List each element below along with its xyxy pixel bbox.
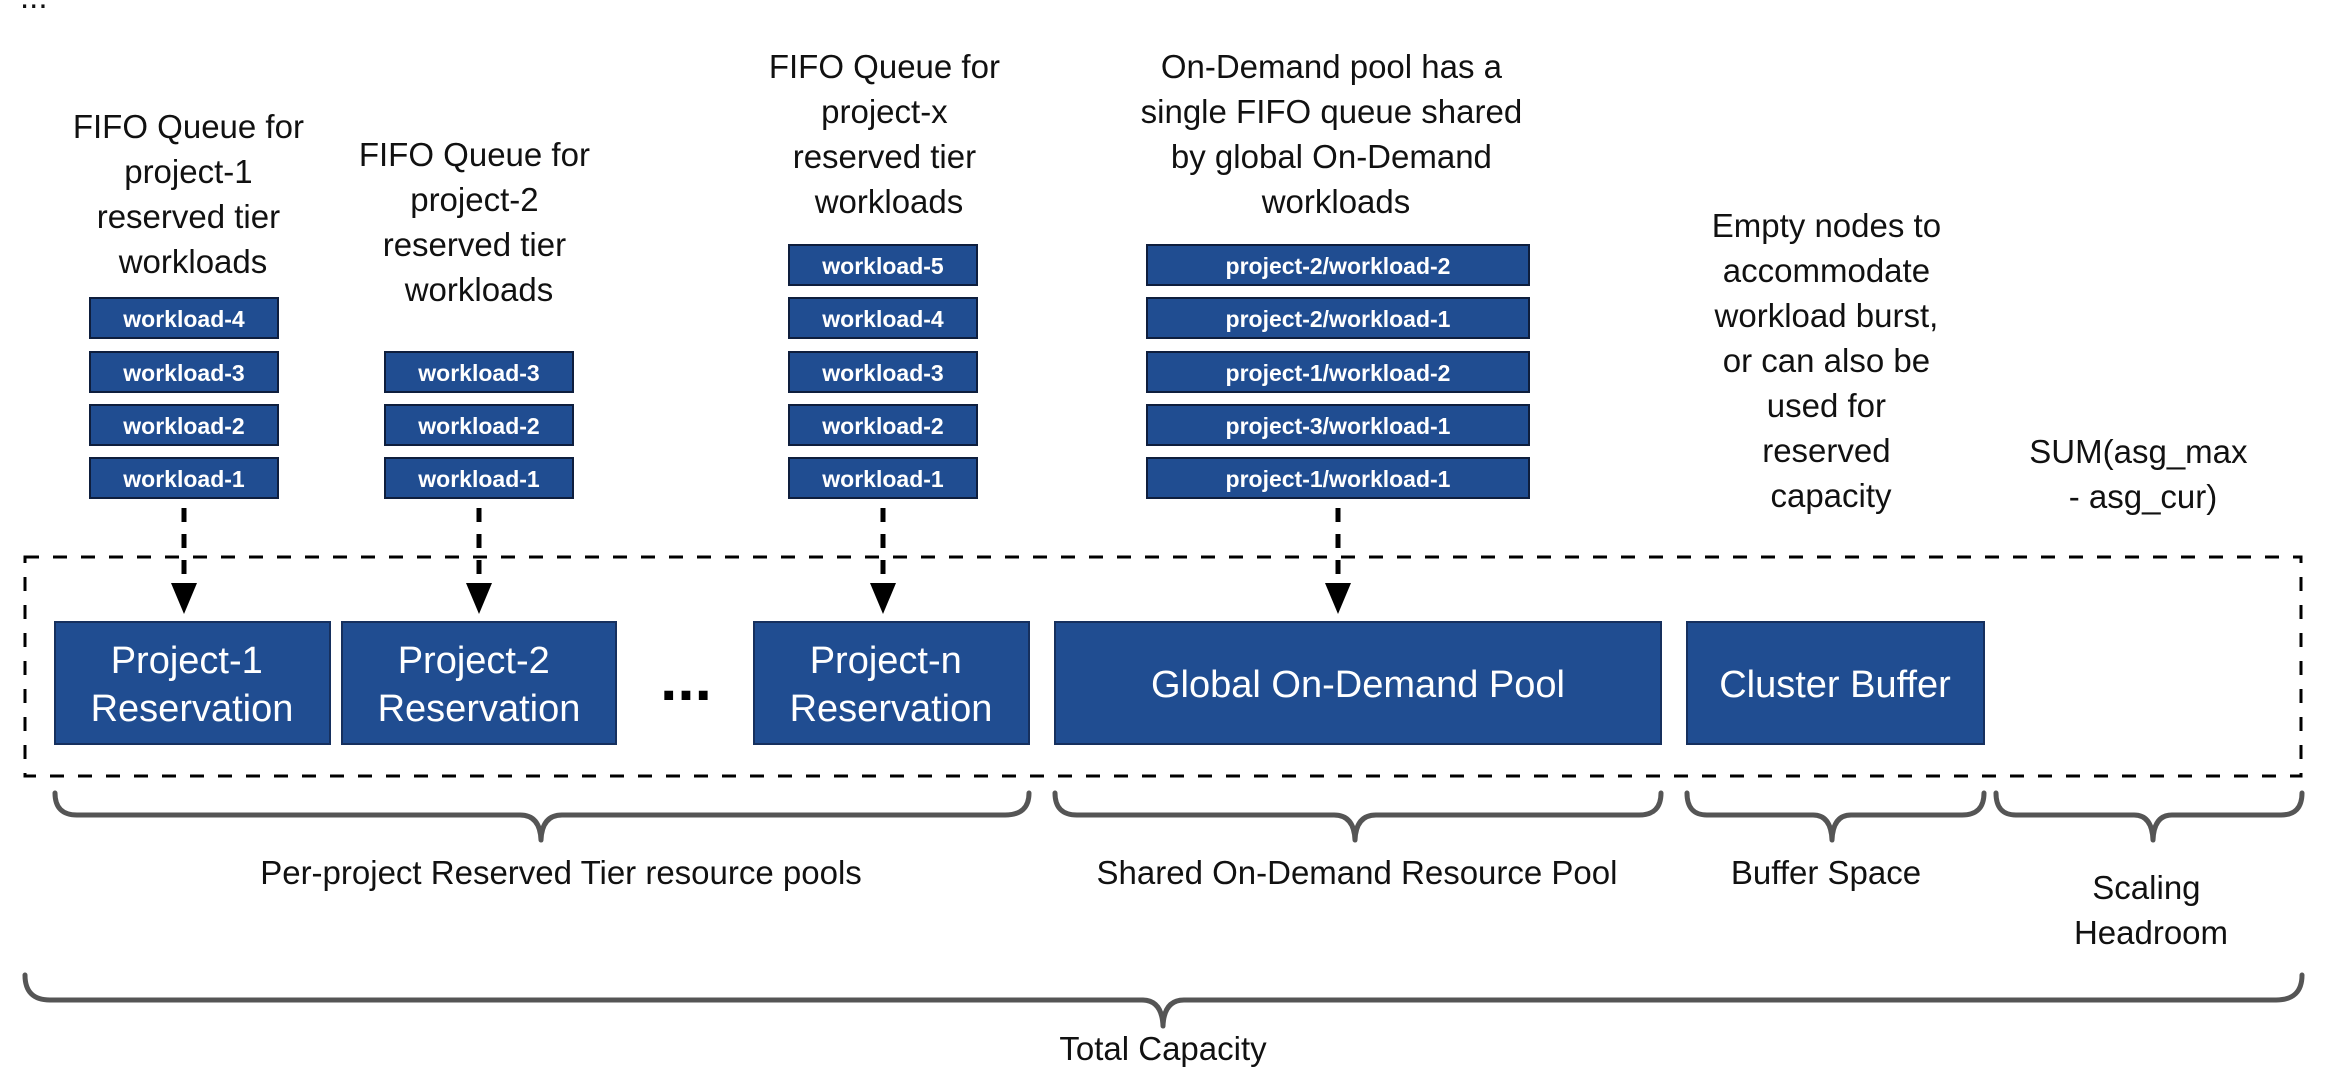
arrow-project1 — [171, 508, 197, 614]
queue-item: project-1/workload-2 — [1226, 360, 1451, 386]
queue-item: workload-1 — [122, 466, 245, 492]
queue-item: workload-2 — [417, 413, 539, 439]
label-shared-ondemand: Shared On-Demand Resource Pool — [1097, 854, 1618, 891]
arrow-project2 — [466, 508, 492, 614]
queue-item: workload-4 — [122, 306, 245, 332]
queue-item: workload-1 — [821, 466, 944, 492]
brace-total — [22, 972, 2305, 1029]
queue-item: workload-3 — [122, 360, 244, 386]
svg-text:Project-1 Reservation: Project-1 Reservation — [91, 640, 294, 730]
brace-reserved — [52, 790, 1032, 843]
svg-text:Global On-Demand Pool: Global On-Demand Pool — [1151, 664, 1565, 706]
label-buffer-space: Buffer Space — [1731, 854, 1921, 891]
brace-buffer — [1684, 790, 1987, 843]
caption-headroom: SUM(asg_max - asg_cur) — [2029, 433, 2256, 515]
brace-shared — [1052, 790, 1664, 843]
caption-projectx-queue: FIFO Queue for project-x reserved tier w… — [769, 48, 1009, 220]
brace-headroom — [1993, 790, 2305, 843]
queue-item: workload-3 — [821, 360, 943, 386]
label-total-capacity: Total Capacity — [1059, 1030, 1267, 1067]
label-reserved-tier: Per-project Reserved Tier resource pools — [260, 854, 862, 891]
queue-ondemand: project-2/workload-2 project-2/workload-… — [1146, 244, 1530, 499]
queue-item: workload-1 — [417, 466, 540, 492]
pool-project2-reservation: Project-2 Reservation — [341, 621, 617, 745]
label-scaling-headroom: Scaling Headroom — [2074, 869, 2228, 951]
caption-project1-queue: FIFO Queue for project-1 reserved tier w… — [73, 108, 313, 280]
queue-item: project-3/workload-1 — [1226, 413, 1451, 439]
pools-ellipsis: ... — [660, 645, 712, 714]
svg-text:Project-n Reservation: Project-n Reservation — [790, 640, 993, 730]
cropped-header-text: ... — [20, 0, 48, 15]
cluster-boundary — [23, 555, 2303, 778]
queue-item: workload-4 — [821, 306, 944, 332]
arrow-projectx — [870, 508, 896, 614]
queue-item: workload-5 — [821, 253, 944, 279]
queue-project1: workload-4 workload-3 workload-2 workloa… — [89, 297, 279, 499]
queue-item: project-1/workload-1 — [1226, 466, 1451, 492]
queue-item: workload-2 — [821, 413, 943, 439]
caption-buffer: Empty nodes to accommodate workload burs… — [1712, 207, 1950, 514]
svg-text:Project-2 Reservation: Project-2 Reservation — [378, 640, 581, 730]
queue-projectx: workload-5 workload-4 workload-3 workloa… — [788, 244, 978, 499]
caption-project2-queue: FIFO Queue for project-2 reserved tier w… — [359, 136, 599, 308]
queue-item: workload-3 — [417, 360, 539, 386]
pool-global-ondemand: Global On-Demand Pool — [1054, 621, 1662, 745]
queue-item: workload-2 — [122, 413, 244, 439]
pool-cluster-buffer: Cluster Buffer — [1686, 621, 1985, 745]
queue-item: project-2/workload-1 — [1226, 306, 1451, 332]
pool-projectn-reservation: Project-n Reservation — [753, 621, 1030, 745]
queue-project2: workload-3 workload-2 workload-1 — [384, 351, 574, 499]
caption-ondemand-queue: On-Demand pool has a single FIFO queue s… — [1141, 48, 1532, 220]
arrow-ondemand — [1325, 508, 1351, 614]
queue-item: project-2/workload-2 — [1226, 253, 1451, 279]
svg-text:Cluster Buffer: Cluster Buffer — [1719, 664, 1951, 706]
pool-project1-reservation: Project-1 Reservation — [54, 621, 331, 745]
